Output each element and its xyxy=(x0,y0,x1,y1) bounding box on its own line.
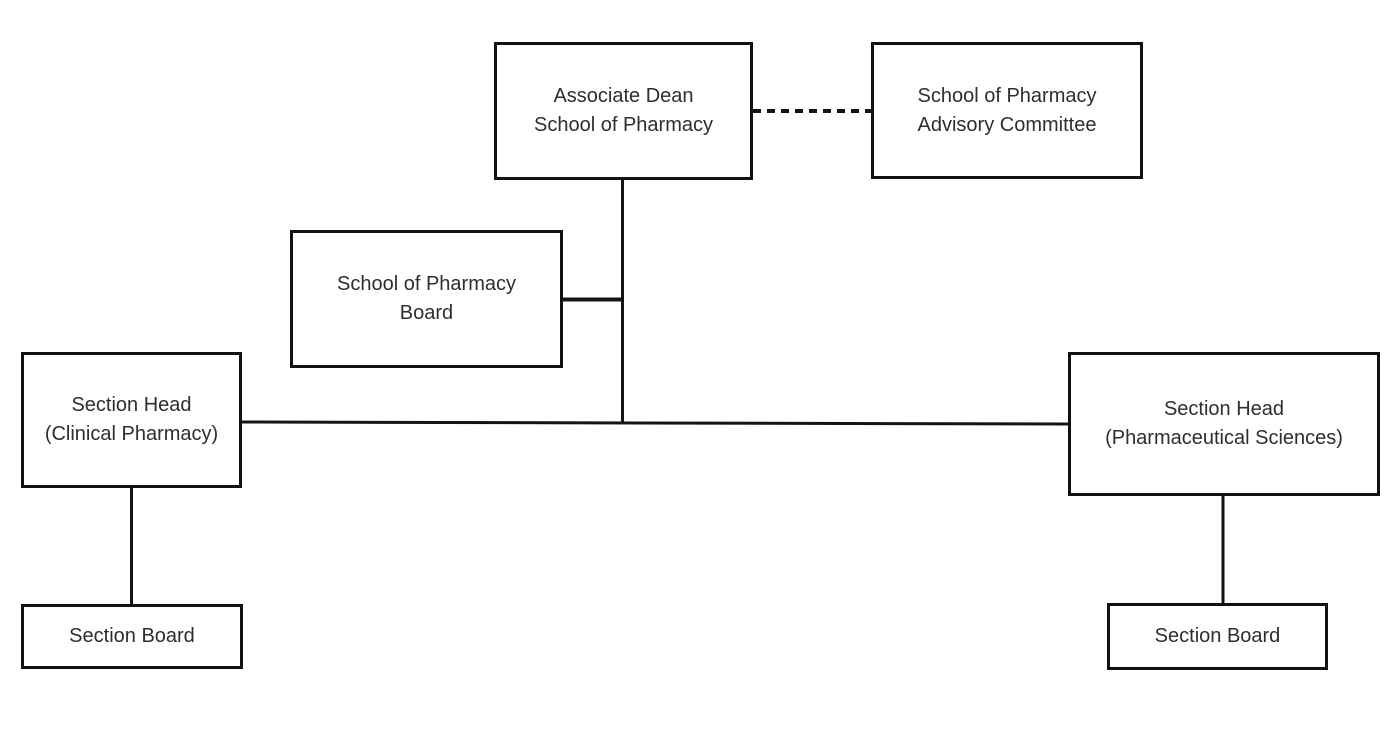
node-school-of-pharmacy-board-label: School of Pharmacy Board xyxy=(337,273,516,324)
node-section-board-pharmaceutical: Section Board xyxy=(1107,603,1328,670)
node-advisory-committee: School of Pharmacy Advisory Committee xyxy=(871,42,1143,179)
edge-section-heads-horizontal xyxy=(241,420,1069,426)
node-section-head-pharmaceutical-sciences-label: Section Head (Pharmaceutical Sciences) xyxy=(1105,398,1343,449)
node-section-head-clinical-pharmacy-label: Section Head (Clinical Pharmacy) xyxy=(44,394,219,445)
node-associate-dean-label: Associate Dean School of Pharmacy xyxy=(534,85,713,136)
node-school-of-pharmacy-board: School of Pharmacy Board xyxy=(290,230,563,368)
node-section-board-clinical-label: Section Board xyxy=(69,625,195,647)
node-section-head-pharmaceutical-sciences: Section Head (Pharmaceutical Sciences) xyxy=(1068,352,1380,496)
node-advisory-committee-label: School of Pharmacy Advisory Committee xyxy=(917,84,1097,136)
node-section-board-clinical: Section Board xyxy=(21,604,243,669)
node-associate-dean: Associate Dean School of Pharmacy xyxy=(494,42,753,180)
node-section-head-clinical-pharmacy: Section Head (Clinical Pharmacy) xyxy=(21,352,242,488)
node-section-board-pharmaceutical-label: Section Board xyxy=(1154,625,1281,647)
